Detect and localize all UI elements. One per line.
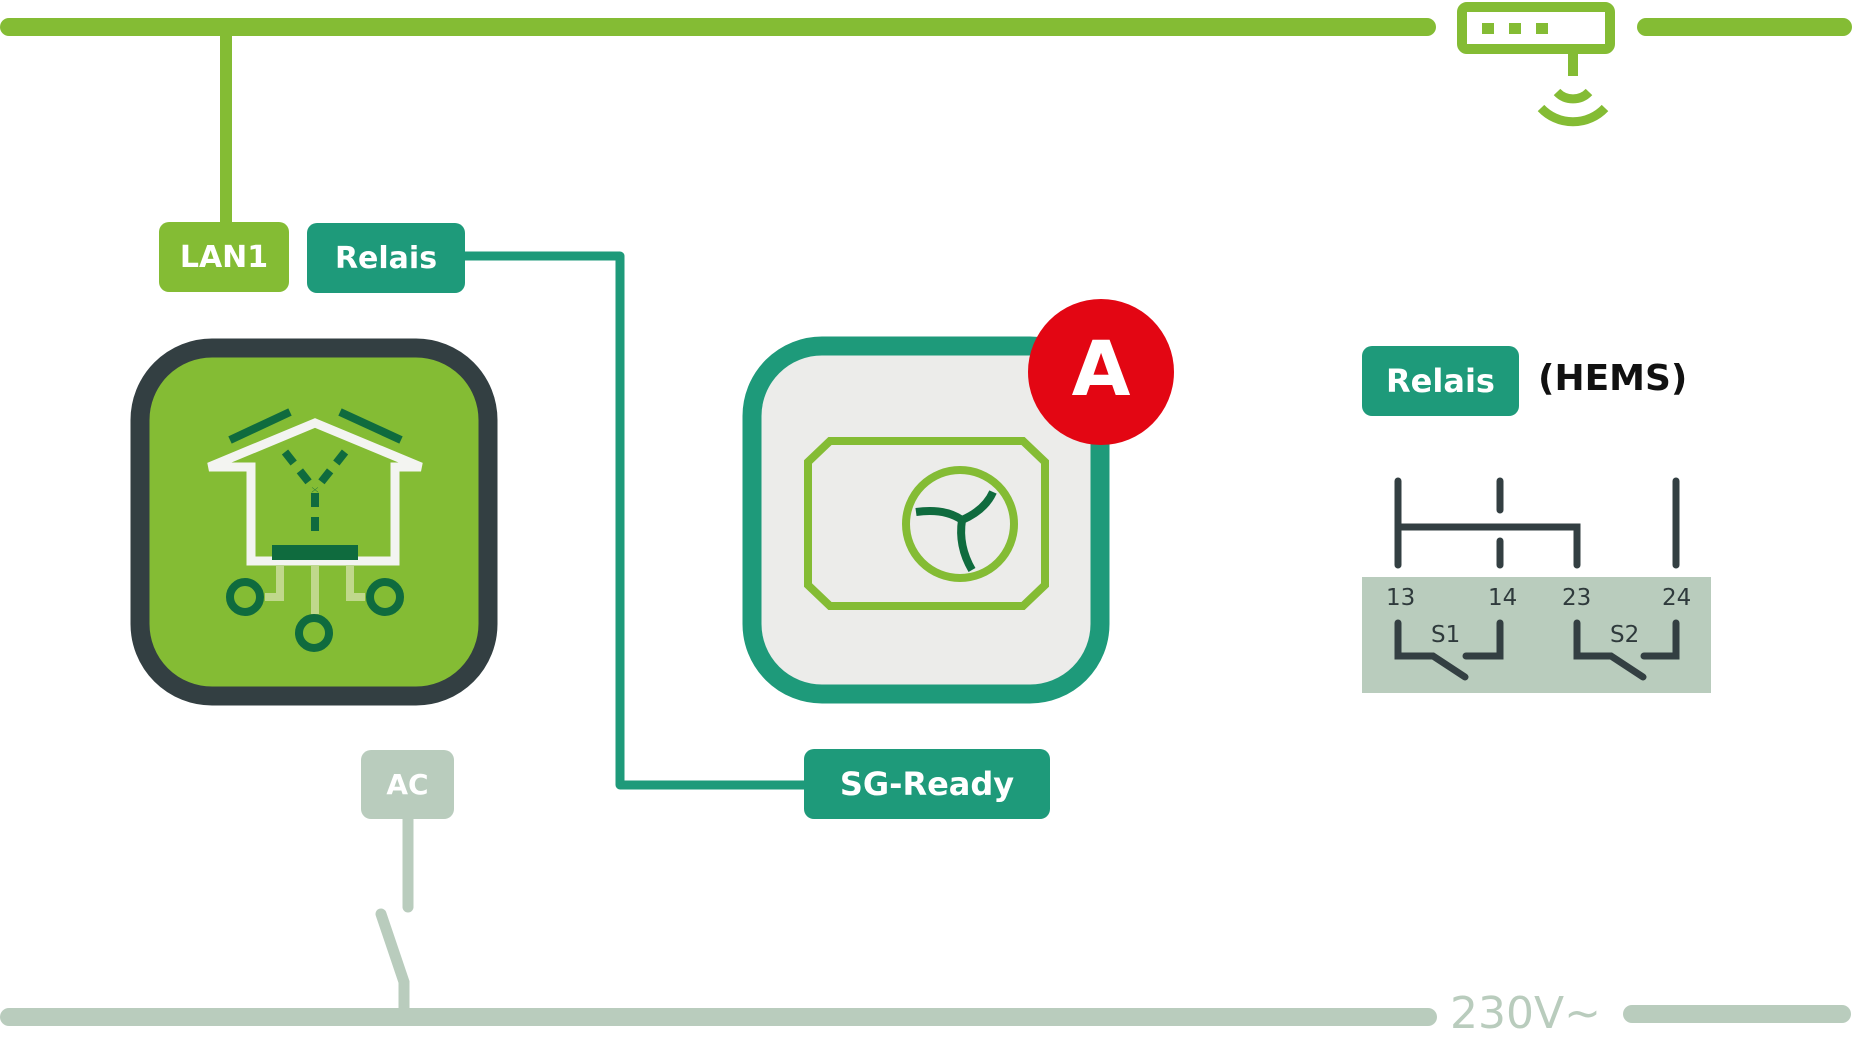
voltage-label: 230V~ xyxy=(1450,988,1601,1039)
smart-home-hub-icon xyxy=(130,338,498,706)
sg-ready-label: SG-Ready xyxy=(804,749,1050,819)
relay-block xyxy=(1362,477,1711,693)
terminal-13: 13 xyxy=(1386,585,1416,611)
power-line xyxy=(0,1005,1851,1026)
lan1-port-label: LAN1 xyxy=(159,222,289,292)
hems-label: (HEMS) xyxy=(1538,358,1688,399)
network-line xyxy=(0,18,1852,225)
terminal-23: 23 xyxy=(1562,585,1592,611)
heat-pump-fan-icon xyxy=(742,336,1110,704)
relay-line xyxy=(462,251,806,790)
switch-s2-label: S2 xyxy=(1610,622,1640,648)
terminal-24: 24 xyxy=(1662,585,1692,611)
router-wifi-icon xyxy=(1457,2,1615,127)
priority-badge xyxy=(1028,299,1174,445)
relais-legend-label: Relais xyxy=(1362,346,1519,416)
ac-label: AC xyxy=(361,750,454,819)
switch-s1-label: S1 xyxy=(1431,622,1461,648)
terminal-14: 14 xyxy=(1488,585,1518,611)
badge-letter: A xyxy=(1071,324,1131,413)
relais-port-label: Relais xyxy=(307,223,465,293)
switch-icon xyxy=(375,809,414,1023)
